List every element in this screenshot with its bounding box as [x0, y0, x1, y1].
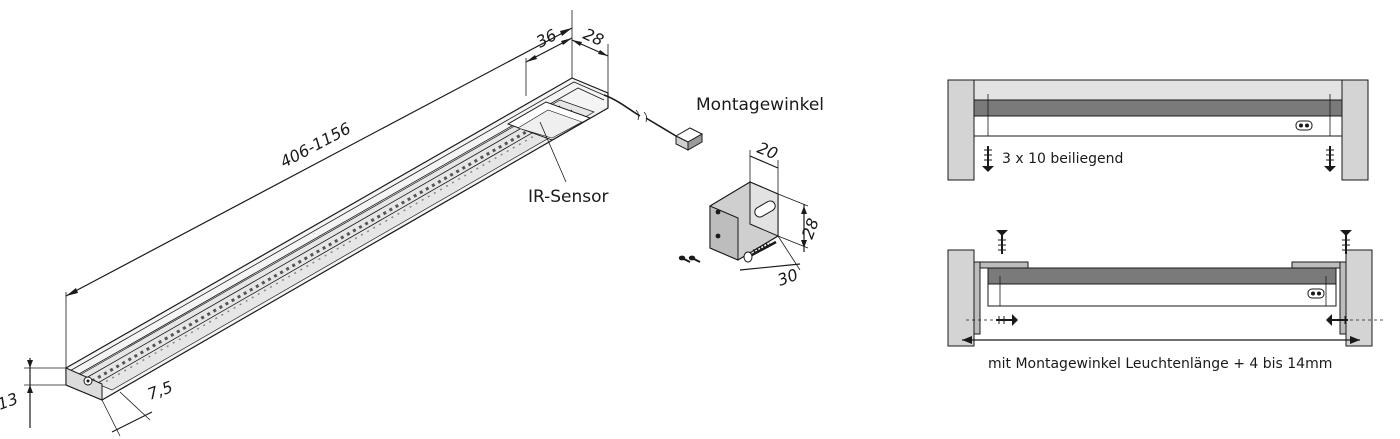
- screw-top-left-icon: [996, 230, 1008, 254]
- label-ir-sensor: IR-Sensor: [528, 187, 609, 207]
- cabinet-side-right: [1341, 79, 1369, 181]
- screw-side-left-icon: [996, 314, 1018, 326]
- luminaire-isometric: 406-1156 36 28 13 7,5 IR-Sensor: [0, 10, 704, 437]
- label-screws-included: 3 x 10 beiliegend: [1002, 151, 1123, 167]
- lamp-body: [973, 99, 1343, 117]
- dim-height: 13: [0, 389, 20, 414]
- screw-icon: [743, 240, 777, 263]
- cabinet-top: [973, 79, 1343, 101]
- lamp-body-b: [987, 267, 1337, 285]
- dim-bracket-height: 28: [798, 216, 823, 242]
- screw-left-icon: [982, 146, 994, 172]
- bracket-right: [1291, 261, 1347, 269]
- bracket-left: [973, 261, 1029, 269]
- mounting-bracket-detail: Montagewinkel 20 28: [678, 95, 824, 290]
- bracket-slot: [754, 200, 776, 218]
- screw-top-right-icon: [1340, 230, 1352, 254]
- sensor-window-icon: [1295, 120, 1313, 131]
- lamp-diffuser: [973, 115, 1343, 137]
- screw-side-right-icon: [1326, 314, 1348, 326]
- cabinet-side-left: [947, 79, 975, 181]
- label-montagewinkel: Montagewinkel: [696, 95, 824, 115]
- mounting-view-brackets: mit Montagewinkel Leuchtenlänge + 4 bis …: [947, 230, 1386, 372]
- dim-bracket-depth: 30: [775, 265, 801, 290]
- led-row: [91, 122, 541, 383]
- dim-led-offset: 7,5: [145, 377, 175, 404]
- cabinet-side-right-b: [1345, 249, 1373, 347]
- dim-sensor-width: 36: [533, 25, 560, 51]
- small-screws-icon: [678, 255, 701, 263]
- label-bracket-length-note: mit Montagewinkel Leuchtenlänge + 4 bis …: [988, 356, 1332, 372]
- cabinet-side-left-b: [947, 249, 975, 347]
- screw-right-icon: [1324, 146, 1336, 172]
- power-cable: [603, 94, 677, 137]
- sensor-window-icon-b: [1307, 288, 1325, 299]
- lamp-diffuser-b: [987, 283, 1337, 307]
- mounting-view-screws: 3 x 10 beiliegend: [947, 79, 1369, 181]
